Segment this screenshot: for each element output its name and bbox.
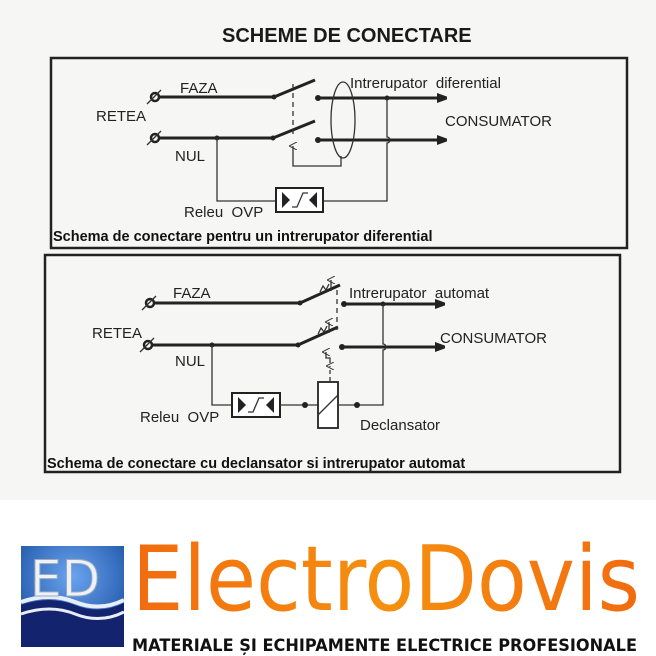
logo-mark-text: ED (30, 550, 100, 608)
label-retea: RETEA (92, 325, 142, 342)
switch-blade-nul (297, 325, 339, 347)
label-nul: NUL (175, 148, 205, 165)
label-faza: FAZA (180, 80, 218, 97)
ovp-relay-box (275, 187, 324, 213)
label-releu-ovp: Releu OVP (184, 204, 263, 221)
scheme2-frame (43, 253, 622, 474)
scheme1-frame (49, 56, 629, 250)
ovp-relay-box (231, 392, 281, 418)
scheme1-caption: Schema de conectare pentru un intrerupat… (53, 229, 433, 245)
page-title: SCHEME DE CONECTARE (222, 25, 472, 47)
label-faza: FAZA (173, 285, 211, 302)
label-intrerupator-automat: Intrerupator automat (349, 285, 490, 302)
label-declansator: Declansator (360, 417, 440, 434)
label-consumator: CONSUMATOR (440, 330, 547, 347)
switch-blade-faza (299, 283, 341, 305)
electrodovis-logo: ED ElectroDovis MATERIALE ȘI ECHIPAMENTE… (20, 527, 640, 656)
scheme-diferential: FAZA RETEA NUL Intrerupator diferential … (49, 56, 629, 250)
scheme2-caption: Schema de conectare cu declansator si in… (47, 456, 465, 472)
label-retea: RETEA (96, 108, 146, 125)
label-releu-ovp: Releu OVP (140, 409, 219, 426)
switch-blade-nul (272, 119, 316, 140)
label-consumator: CONSUMATOR (445, 113, 552, 130)
label-nul: NUL (175, 353, 205, 370)
label-intrerupator-diferential: Intrerupator diferential (350, 75, 501, 92)
scheme-automat: FAZA RETEA NUL Intrerupator automat CONS… (43, 253, 622, 474)
logo-tagline: MATERIALE ȘI ECHIPAMENTE ELECTRICE PROFE… (132, 636, 637, 656)
switch-blade-faza (273, 78, 316, 99)
current-transformer (330, 81, 356, 159)
logo-brand: ElectroDovis (132, 527, 640, 632)
trip-coil-declansator (317, 381, 339, 429)
